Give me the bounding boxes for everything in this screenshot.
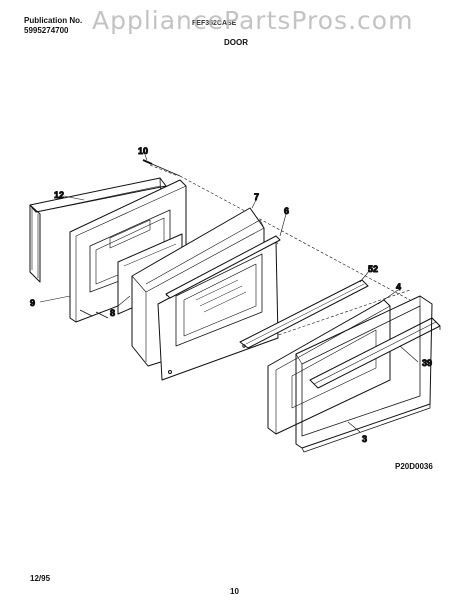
callout-4: 4 — [396, 282, 401, 292]
leader-lines — [39, 154, 419, 433]
publication-number: 5995274700 — [24, 26, 69, 35]
callout-6: 6 — [284, 206, 289, 216]
callout-12: 12 — [54, 190, 64, 200]
publication-label: Publication No. — [24, 16, 83, 25]
section-title: DOOR — [224, 38, 248, 47]
outer-door-frame — [295, 295, 433, 453]
callout-39: 39 — [422, 358, 432, 368]
page-number: 10 — [230, 587, 239, 596]
callout-10: 10 — [138, 146, 148, 156]
door-screw — [142, 159, 181, 177]
door-top-trim — [165, 235, 281, 299]
callout-52: 52 — [368, 264, 378, 274]
door-handle — [309, 317, 441, 389]
door-bottom-trim — [239, 279, 369, 349]
callout-8: 8 — [110, 308, 115, 318]
footer-date: 12/95 — [30, 574, 51, 583]
callout-9: 9 — [30, 298, 35, 308]
diagram-code: P20D0036 — [395, 462, 433, 471]
callout-7: 7 — [254, 192, 259, 202]
watermark: AppliancePartsPros.com — [92, 6, 414, 35]
callout-3: 3 — [362, 434, 367, 444]
model-number: FEF352CASE — [192, 20, 237, 27]
